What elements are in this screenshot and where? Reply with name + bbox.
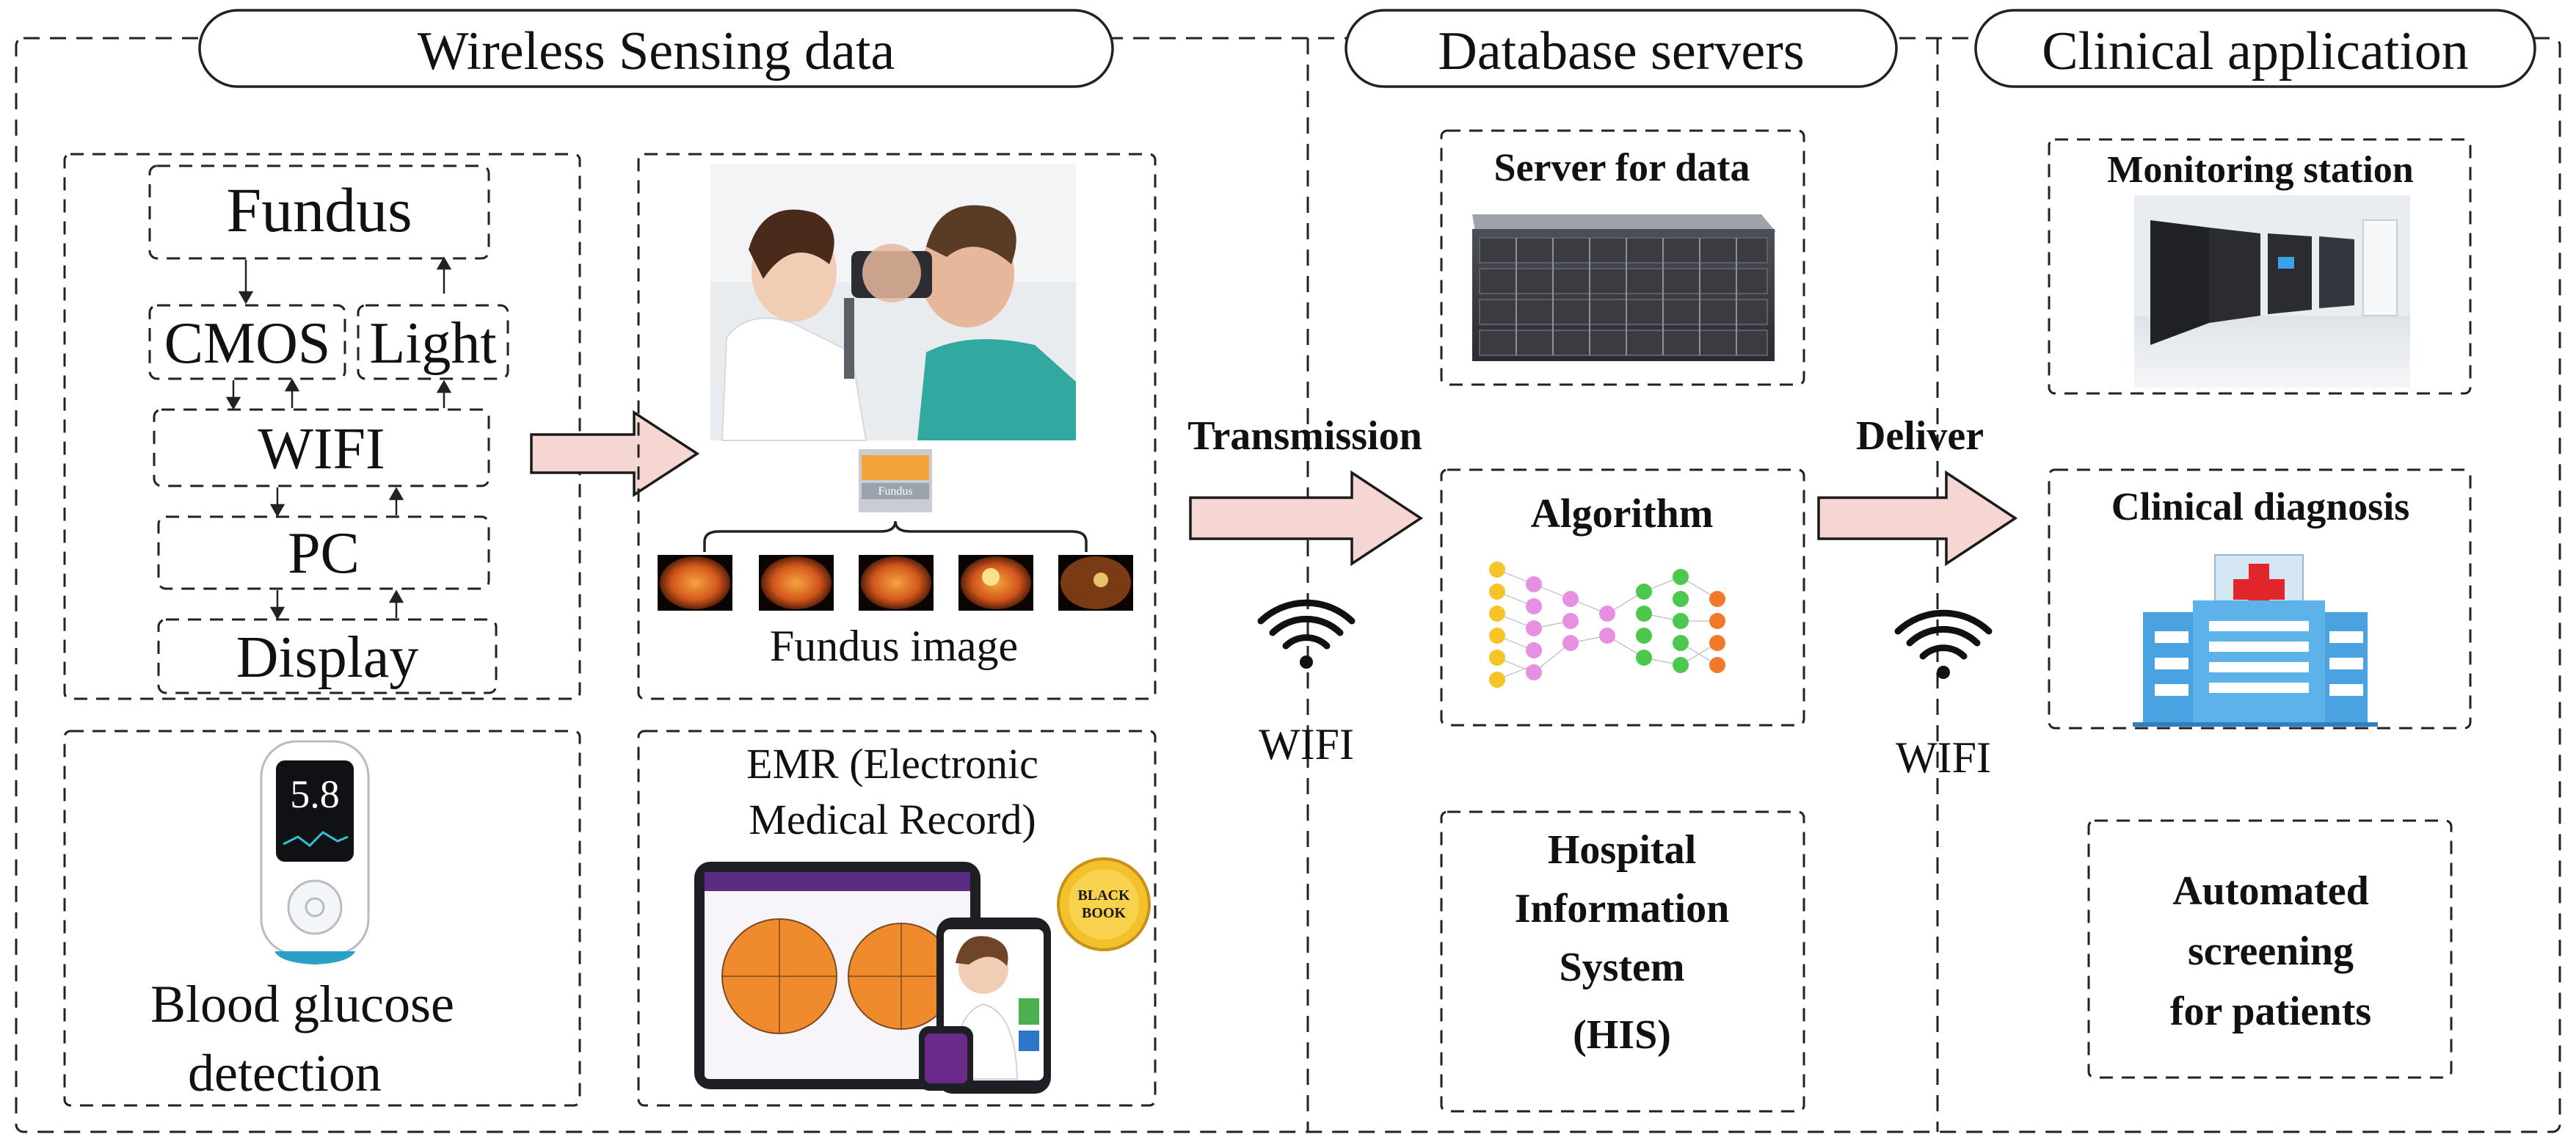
- fundus-strip-label: Fundus: [878, 485, 912, 498]
- wifi-icon-left: [1257, 599, 1356, 669]
- server-room-photo: [2134, 195, 2410, 388]
- monitoring-station-title: Monitoring station: [2107, 149, 2414, 191]
- wifi-icon-right: [1894, 609, 1993, 679]
- pipeline-fundus-box: [148, 164, 490, 260]
- pipeline-pc-label: PC: [288, 521, 360, 586]
- emr-title-line1: EMR (Electronic: [746, 740, 1038, 788]
- pipeline-wifi-box: [153, 408, 490, 487]
- rack-server-icon: [1472, 214, 1776, 361]
- glucose-meter-icon: 5.8: [260, 740, 370, 964]
- pipeline-light-label: Light: [369, 311, 496, 376]
- deliver-label: Deliver: [1856, 413, 1984, 459]
- arrow-transmission: [1189, 470, 1424, 567]
- section-title-database: Database servers: [1438, 21, 1804, 81]
- outer-frame: [15, 37, 2561, 1133]
- clinical-diagnosis-block: Clinical diagnosis: [2048, 468, 2472, 730]
- his-line4: (HIS): [1573, 1012, 1671, 1058]
- his-line2: Information: [1515, 886, 1729, 931]
- retina-thumbnails: [658, 555, 1133, 611]
- pipeline-display-box: [157, 618, 498, 694]
- emr-block: EMR (Electronic Medical Record): [637, 730, 1157, 1107]
- section-title-wireless: Wireless Sensing data: [418, 21, 895, 81]
- pipeline-cmos-label: CMOS: [164, 311, 331, 376]
- wifi-label-right: WIFI: [1896, 733, 1991, 782]
- server-for-data-block: Server for data: [1440, 129, 1805, 386]
- glucose-label-line2: detection: [188, 1044, 382, 1102]
- eye-exam-photo: [710, 164, 1076, 441]
- section-header-clinical: Clinical application: [1974, 9, 2536, 88]
- his-line1: Hospital: [1548, 827, 1696, 873]
- glucose-reading: 5.8: [290, 772, 340, 816]
- section-title-clinical: Clinical application: [2042, 21, 2469, 81]
- pipeline-pc-box: [157, 515, 490, 590]
- algorithm-block: Algorithm: [1440, 468, 1805, 727]
- fundus-strip: Fundus: [859, 449, 932, 512]
- pipeline-connectors: [225, 256, 452, 620]
- screening-line3: for patients: [2170, 989, 2371, 1034]
- screening-line2: screening: [2188, 929, 2354, 974]
- automated-screening-block: Automated screening for patients: [2087, 819, 2453, 1079]
- his-line3: System: [1559, 945, 1684, 990]
- pipeline-cmos-box: [148, 304, 346, 380]
- pipeline-light-box: [357, 304, 509, 380]
- wifi-label-left: WIFI: [1259, 720, 1354, 769]
- emr-badge-line1: BLACK: [1077, 887, 1130, 904]
- algorithm-title: Algorithm: [1531, 491, 1714, 537]
- arrow-to-fundus: [530, 410, 700, 498]
- server-for-data-title: Server for data: [1494, 145, 1750, 189]
- section-header-wireless: Wireless Sensing data: [198, 9, 1114, 88]
- pipeline-wifi-label: WIFI: [258, 417, 385, 482]
- blood-glucose-block: 5.8 Blood glucose detection: [63, 730, 581, 1107]
- clinical-diagnosis-title: Clinical diagnosis: [2111, 484, 2410, 528]
- transmission-label: Transmission: [1187, 413, 1422, 459]
- hospital-icon: [2133, 554, 2378, 727]
- emr-devices-illustration: BLACK BOOK: [694, 857, 1151, 1094]
- fundus-image-block: Fundus Fundus image: [637, 153, 1157, 700]
- pipeline-fundus-label: Fundus: [226, 175, 412, 245]
- fundus-brace: [703, 520, 1088, 552]
- section-header-database: Database servers: [1345, 9, 1898, 88]
- his-block: Hospital Information System (HIS): [1440, 810, 1805, 1113]
- fundus-caption: Fundus image: [770, 622, 1018, 670]
- glucose-label-line1: Blood glucose: [150, 975, 454, 1033]
- monitoring-station-block: Monitoring station: [2048, 138, 2472, 395]
- screening-line1: Automated: [2172, 868, 2369, 914]
- emr-title-line2: Medical Record): [749, 796, 1036, 843]
- neural-network-icon: [1489, 562, 1725, 688]
- pipeline-display-label: Display: [236, 625, 419, 690]
- emr-badge-line2: BOOK: [1082, 905, 1126, 921]
- arrow-deliver: [1817, 470, 2018, 567]
- capture-pipeline-block: Fundus CMOS Light WIFI PC Display: [63, 153, 581, 700]
